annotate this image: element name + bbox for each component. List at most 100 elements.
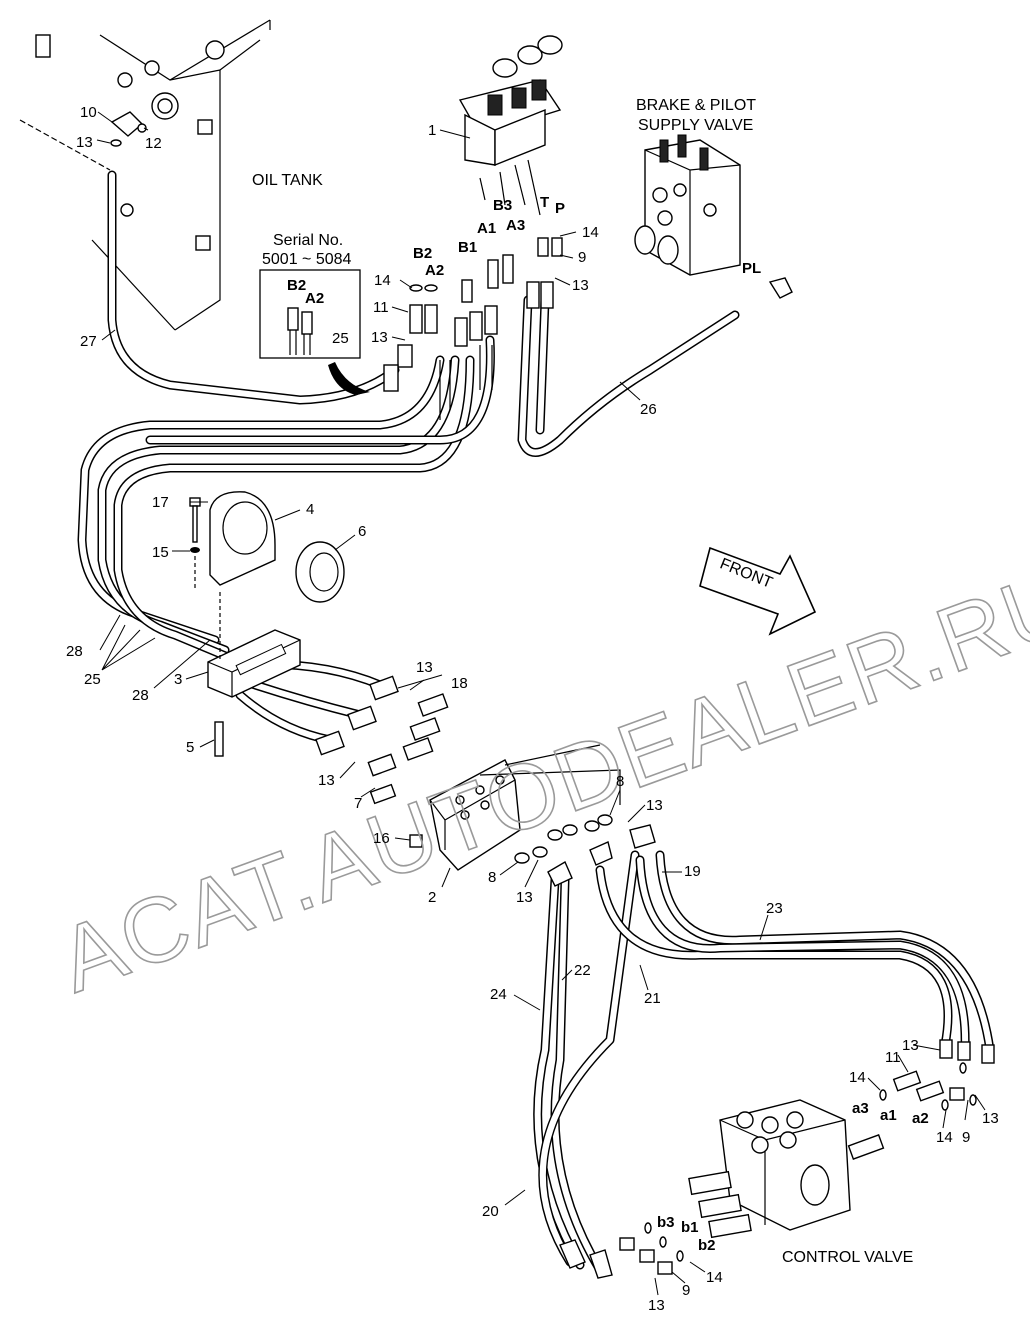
port-label-p: P (555, 200, 565, 217)
callout-8-lower: 8 (488, 869, 496, 886)
callout-13-control-right: 13 (982, 1110, 999, 1127)
callout-10: 10 (80, 104, 97, 121)
serial-inset-box (259, 269, 370, 395)
leader-lines (96, 111, 986, 1296)
brake-pilot-supply-valve (634, 134, 793, 299)
callout-16: 16 (373, 830, 390, 847)
port-label-a2: A2 (425, 262, 444, 279)
port-label-pl: PL (742, 260, 761, 277)
callout-13-tank: 13 (76, 134, 93, 151)
callout-14-control-right: 14 (936, 1129, 953, 1146)
brake-valve-caption-1: BRAKE & PILOT (636, 97, 756, 114)
adapter-11 (409, 304, 423, 334)
serial-caption-2: 5001 ~ 5084 (262, 251, 352, 268)
front-arrow: FRONT (699, 546, 817, 636)
inset-port-label-a2: A2 (305, 290, 324, 307)
callout-24: 24 (490, 986, 507, 1003)
callout-5: 5 (186, 739, 194, 756)
brake-valve-caption-2: SUPPLY VALVE (638, 117, 753, 134)
port-label-b1: B1 (458, 239, 477, 256)
callout-4: 4 (306, 501, 314, 518)
clamp-4 (209, 491, 276, 586)
inset-port-label-b2: B2 (287, 277, 306, 294)
elbow-fitting-10 (110, 111, 147, 147)
callout-28-center: 28 (132, 687, 149, 704)
port-label-b3-lower: b3 (657, 1214, 675, 1231)
callout-25-bundle: 25 (84, 671, 101, 688)
tank-plug (195, 235, 211, 251)
inset-pointer-arrow (328, 362, 370, 395)
callout-9-control-upper: 9 (962, 1129, 970, 1146)
o-ring-12 (137, 123, 147, 133)
port-label-b2-lower: b2 (698, 1237, 716, 1254)
hose-group (77, 170, 995, 1275)
bolt-16 (409, 834, 423, 848)
tank-port (117, 72, 133, 88)
callout-3: 3 (174, 671, 182, 688)
tank-plug (197, 119, 213, 135)
port-label-a3: A3 (506, 217, 525, 234)
pin-5 (214, 721, 224, 757)
oil-tank (19, 19, 271, 331)
port-label-a2-lower: a2 (912, 1110, 929, 1127)
port-label-a3-lower: a3 (852, 1100, 869, 1117)
port-label-b1-lower: b1 (681, 1219, 699, 1236)
washer-15 (190, 547, 200, 553)
washers-8 (514, 814, 656, 887)
callout-25-inset: 25 (332, 330, 349, 347)
oil-tank-caption: OIL TANK (252, 172, 323, 189)
callout-13-control-top: 13 (902, 1037, 919, 1054)
joystick-fittings (383, 237, 563, 420)
tank-bracket (35, 34, 51, 58)
seal-ring-6 (295, 541, 345, 603)
callout-8-upper: 8 (616, 773, 624, 790)
tank-port (120, 203, 134, 217)
callout-14-control-left: 14 (849, 1069, 866, 1086)
callout-22: 22 (574, 962, 591, 979)
elbow-pl (768, 277, 793, 299)
callout-13-lower-fittings: 13 (318, 772, 335, 789)
control-valve (688, 1099, 885, 1239)
control-valve-caption: CONTROL VALVE (782, 1249, 913, 1266)
callout-13-bracket-lower: 13 (516, 889, 533, 906)
o-ring-13 (110, 139, 122, 147)
callout-13-control-bottom: 13 (648, 1297, 665, 1314)
callout-23: 23 (766, 900, 783, 917)
callout-2: 2 (428, 889, 436, 906)
callout-9-control-lower: 9 (682, 1282, 690, 1299)
callout-13-joystick-right: 13 (572, 277, 589, 294)
callout-17: 17 (152, 494, 169, 511)
hose-26 (517, 295, 740, 457)
tank-port (205, 40, 225, 60)
callout-15: 15 (152, 544, 169, 561)
bracket-2 (409, 744, 621, 871)
callout-13-joystick-left: 13 (371, 329, 388, 346)
fittings-group-18 (315, 675, 449, 805)
port-label-b2: B2 (413, 245, 432, 262)
port-label-b3: B3 (493, 197, 512, 214)
tank-port (144, 60, 160, 76)
bracket-3 (207, 629, 301, 698)
callout-26: 26 (640, 401, 657, 418)
callout-27: 27 (80, 333, 97, 350)
serial-caption-1: Serial No. (273, 232, 343, 249)
callout-13-upper-fittings: 13 (416, 659, 433, 676)
callout-14-control-bottom: 14 (706, 1269, 723, 1286)
callout-6: 6 (358, 523, 366, 540)
callout-14-joystick-right: 14 (582, 224, 599, 241)
callout-18: 18 (451, 675, 468, 692)
port-label-a1-lower: a1 (880, 1107, 897, 1124)
callout-14-joystick-left: 14 (374, 272, 391, 289)
port-label-a1: A1 (477, 220, 496, 237)
callout-7: 7 (354, 795, 362, 812)
callout-21: 21 (644, 990, 661, 1007)
callout-28-left: 28 (66, 643, 83, 660)
callout-11-control: 11 (885, 1049, 901, 1066)
callout-12: 12 (145, 135, 162, 152)
callout-13-bracket-right: 13 (646, 797, 663, 814)
callout-1: 1 (428, 122, 436, 139)
callout-11-joystick: 11 (373, 299, 389, 316)
port-label-t: T (540, 194, 549, 211)
